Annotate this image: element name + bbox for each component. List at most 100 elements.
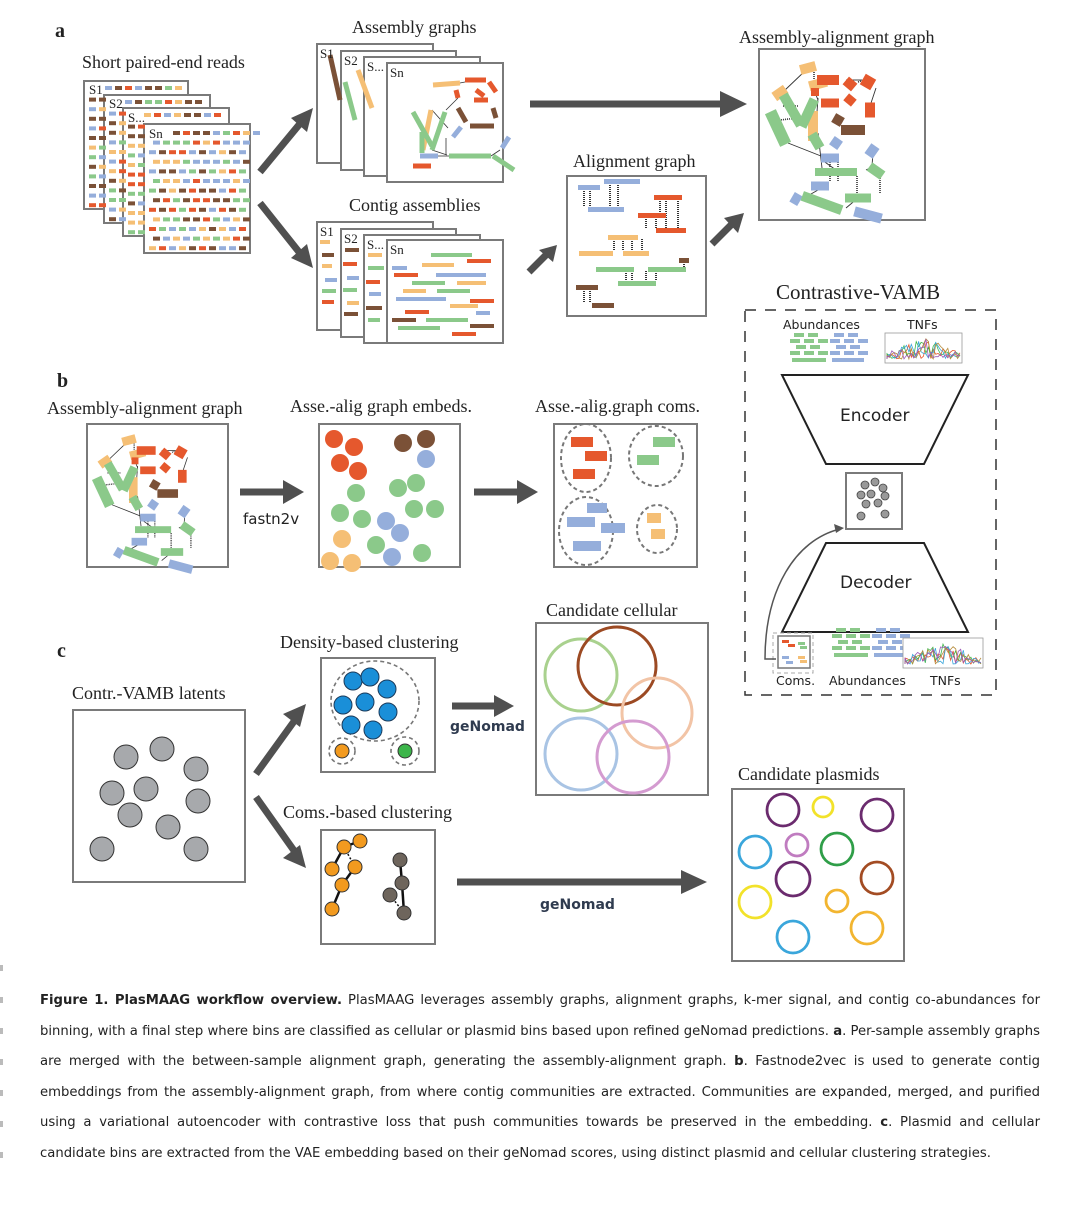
read-dash xyxy=(253,131,260,135)
contig-bar xyxy=(343,262,357,266)
read-dash xyxy=(89,203,96,208)
read-dash xyxy=(159,188,166,193)
contig-node xyxy=(453,89,461,99)
read-dash xyxy=(99,184,106,188)
read-dash xyxy=(165,100,172,104)
vamb-top-tnfs-label: TNFs xyxy=(907,317,938,332)
read-dash xyxy=(219,169,226,174)
coms-arrow xyxy=(474,480,538,504)
sample-label: S1 xyxy=(320,224,334,239)
abundance-brick xyxy=(844,339,854,343)
plasmid-bin-circle xyxy=(849,910,885,946)
read-dash xyxy=(193,236,200,241)
read-dash xyxy=(213,236,220,241)
read-dash xyxy=(195,100,202,104)
b-coms-title: Asse.-alig.graph coms. xyxy=(535,396,700,416)
contig-bar xyxy=(322,300,334,304)
embedding-point xyxy=(394,434,412,452)
read-dash xyxy=(155,100,162,104)
contig-node xyxy=(815,168,857,176)
read-dash xyxy=(193,179,200,183)
coms-mini-contig xyxy=(788,644,795,647)
read-dash xyxy=(138,163,145,167)
latent-point xyxy=(861,499,871,509)
plasmid-bin-circle xyxy=(774,860,812,898)
caption-figure-label: Figure 1. PlasMAAG workflow overview. xyxy=(40,993,342,1008)
read-dash xyxy=(119,140,126,145)
read-dash xyxy=(189,227,196,231)
contig-bar xyxy=(322,264,332,268)
plasmids-title: Candidate plasmids xyxy=(738,764,880,784)
tnf-line xyxy=(904,646,982,665)
alignment-contig xyxy=(638,213,666,218)
vamb-bottom-inputs xyxy=(764,524,984,674)
contig-node xyxy=(455,106,469,124)
read-dash xyxy=(173,236,180,241)
feedback-arrowhead xyxy=(834,524,844,533)
read-dash xyxy=(89,136,96,140)
community-outline xyxy=(560,423,612,493)
read-dash xyxy=(138,211,145,215)
latent-point xyxy=(155,814,181,840)
read-dash xyxy=(199,227,206,231)
contig-bar xyxy=(436,273,486,277)
read-dash xyxy=(203,140,210,145)
embedding-point xyxy=(343,554,361,572)
abundance-brick xyxy=(832,646,842,650)
read-dash xyxy=(89,184,96,188)
contig-node xyxy=(129,477,138,503)
read-dash xyxy=(239,150,246,155)
read-dash xyxy=(149,207,156,212)
embedding-point xyxy=(367,536,385,554)
alignment-contig xyxy=(576,285,598,290)
read-dash xyxy=(125,86,132,90)
read-dash xyxy=(89,193,96,198)
latent-point xyxy=(89,836,115,862)
read-dash xyxy=(128,163,135,167)
abundance-brick xyxy=(804,339,814,343)
read-dash xyxy=(89,164,96,169)
contig-node xyxy=(800,191,844,215)
read-dash xyxy=(179,207,186,212)
read-dash xyxy=(109,207,116,212)
contig-node xyxy=(157,489,179,498)
margin-mark xyxy=(0,1059,3,1065)
abundance-brick xyxy=(878,640,888,644)
read-dash xyxy=(189,246,196,251)
contig-bar xyxy=(426,318,468,322)
cellular-bin-circle xyxy=(595,719,671,795)
contig-node xyxy=(140,513,156,522)
arrowhead-up xyxy=(291,108,313,132)
read-dash xyxy=(179,246,186,251)
read-dash xyxy=(169,227,176,231)
latent-point xyxy=(873,498,883,508)
read-dash xyxy=(164,113,171,117)
tnf-line xyxy=(886,338,961,361)
embedding-point xyxy=(333,530,351,548)
read-dash xyxy=(193,198,200,203)
abundance-brick xyxy=(860,634,870,638)
arrow-contig-to-alignment xyxy=(526,245,557,275)
coms-point xyxy=(324,861,340,877)
read-dash xyxy=(183,179,190,183)
contig-node xyxy=(148,479,161,491)
plasmid-bin-circle xyxy=(811,795,835,819)
contig-node xyxy=(490,107,499,119)
contig-bar xyxy=(412,281,445,285)
read-dash xyxy=(243,140,250,145)
read-dash xyxy=(119,150,126,154)
latent-point xyxy=(113,744,139,770)
tnf-line xyxy=(886,339,961,360)
contig-bar xyxy=(457,281,486,285)
embedding-point xyxy=(345,438,363,456)
plasmid-bin-circle xyxy=(859,797,895,833)
read-dash xyxy=(145,100,152,104)
contig-bar xyxy=(437,289,470,293)
read-dash xyxy=(179,150,186,155)
read-dash xyxy=(203,217,210,222)
read-dash xyxy=(135,100,142,104)
genomad-logo-1: geNomad xyxy=(450,719,525,735)
read-dash xyxy=(153,179,160,183)
read-dash xyxy=(193,159,200,164)
read-dash xyxy=(109,150,116,154)
